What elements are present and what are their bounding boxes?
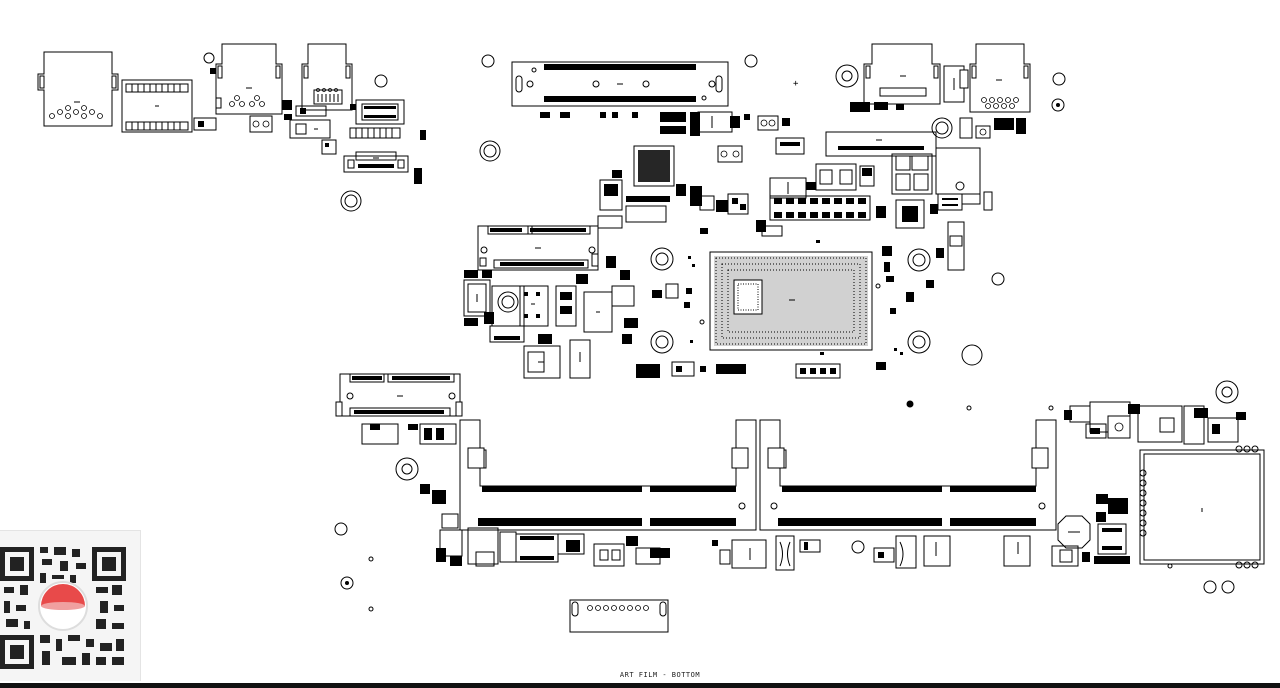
left-cluster-o <box>420 484 458 528</box>
small-component-cluster-a <box>194 118 216 130</box>
mount-hole-inner <box>345 195 357 207</box>
capacitor-inner <box>936 122 948 134</box>
mount-hole-inner <box>484 145 496 157</box>
mount-hole <box>1216 381 1238 403</box>
small-component-cluster-b <box>250 100 356 154</box>
battery-connector <box>570 600 668 632</box>
vga-port <box>970 44 1030 112</box>
mount-hole <box>375 75 387 87</box>
cpu-mount-hole <box>908 331 930 353</box>
mount-hole <box>1222 581 1234 593</box>
mount-hole <box>992 273 1004 285</box>
usb-port-a <box>204 44 282 114</box>
mount-hole <box>962 345 982 365</box>
sd-card-slot-left <box>122 80 192 132</box>
via-dot <box>967 406 971 410</box>
component-cluster-i <box>960 118 1026 138</box>
usb-port-b <box>302 44 352 110</box>
qr-code-icon <box>0 543 128 671</box>
flex-connector-d <box>344 152 408 172</box>
connector-strip-c <box>350 100 426 184</box>
left-mid-cluster <box>464 256 690 344</box>
mount-hole <box>480 141 500 161</box>
cpu-mount-hole-inner <box>656 253 668 265</box>
rj45-port-left <box>38 52 118 126</box>
small-dots-cpu-area <box>686 240 934 370</box>
plus-marker: + <box>793 79 799 89</box>
bottom-strip-m <box>636 362 840 378</box>
mount-hole-inner <box>842 71 852 81</box>
dimm-slot-left <box>460 420 756 530</box>
hdmi-port <box>850 44 940 112</box>
board-connector-top <box>512 62 728 106</box>
component-strip-e <box>540 112 750 136</box>
left-mid-cluster-n <box>362 424 456 444</box>
mount-hole-inner <box>1222 387 1232 397</box>
mount-hole <box>1053 73 1065 85</box>
cpu-bga-socket <box>710 252 872 350</box>
footer-bar <box>0 683 1280 688</box>
cpu-mount-hole <box>651 248 673 270</box>
rj45-pin-row <box>50 106 103 119</box>
component-block-f <box>944 66 968 102</box>
mount-hole <box>341 577 353 589</box>
mount-hole-dot <box>345 581 349 585</box>
flex-connector-h <box>826 132 936 156</box>
right-cluster-p <box>1064 402 1246 444</box>
via-dot <box>369 557 373 561</box>
bottom-center-components <box>712 536 1030 570</box>
cpu-mount-hole-inner <box>913 254 925 266</box>
qr-code-badge <box>0 530 141 681</box>
component-cluster-g <box>718 116 804 162</box>
via-dot <box>1049 406 1053 410</box>
sd-right-contacts-bottom <box>1236 562 1258 568</box>
mini-pcie-slot <box>478 226 598 270</box>
via-dot <box>369 607 373 611</box>
right-lower-cluster-q <box>1052 494 1130 566</box>
power-regulator-block <box>770 148 992 210</box>
component-cluster-k <box>598 170 782 236</box>
mount-hole <box>1052 99 1064 111</box>
fiducial <box>906 400 914 408</box>
mount-hole <box>341 191 361 211</box>
cpu-mount-hole-inner <box>913 336 925 348</box>
capacitor <box>932 118 952 138</box>
sd-top-pins <box>126 84 188 92</box>
cpu-mount-hole <box>908 249 930 271</box>
mount-hole <box>836 65 858 87</box>
bottom-left-components <box>436 528 670 566</box>
bga-chip-small <box>634 146 674 186</box>
sd-right-contacts-top <box>1236 446 1258 452</box>
art-film-caption: ART FILM - BOTTOM <box>619 671 701 679</box>
mount-hole <box>396 458 418 480</box>
dimm-slot-right <box>760 420 1056 530</box>
mount-hole-dot <box>1056 103 1060 107</box>
cpu-mount-hole <box>651 331 673 353</box>
sd-right-contacts-left <box>1140 470 1146 536</box>
m2-slot-left <box>336 374 462 416</box>
power-inductor-l <box>524 334 590 378</box>
logo-badge-icon <box>38 581 88 631</box>
passive-array-j <box>770 196 964 270</box>
sd-card-slot-right <box>1140 446 1264 568</box>
mount-hole <box>745 55 757 67</box>
cpu-mount-hole-inner <box>656 336 668 348</box>
sd-bottom-pins <box>126 122 188 130</box>
mount-hole <box>1204 581 1216 593</box>
mount-hole <box>335 523 347 535</box>
mount-hole <box>482 55 494 67</box>
mount-hole-inner <box>402 464 412 474</box>
